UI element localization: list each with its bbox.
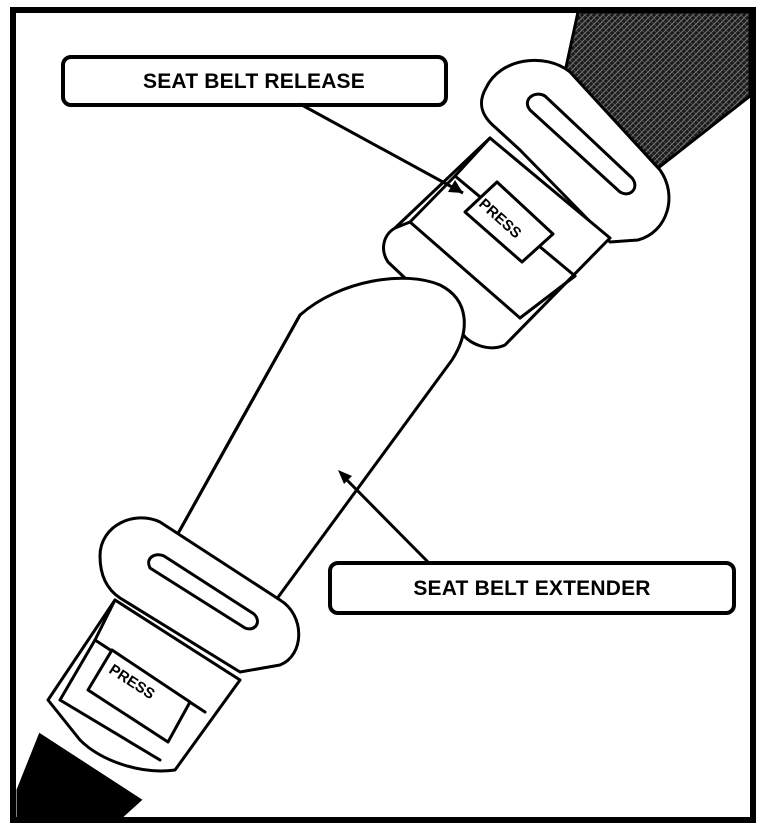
extender-label-box (328, 561, 736, 615)
extender-label: SEAT BELT EXTENDER (413, 577, 650, 600)
lower-belt-webbing (16, 732, 143, 820)
release-label-box (61, 55, 448, 107)
diagram-frame (10, 7, 756, 823)
lower-loop-plate (98, 516, 301, 674)
extender-callout: SEAT BELT EXTENDER (328, 470, 736, 615)
release-label: SEAT BELT RELEASE (143, 70, 365, 93)
extender-leader-line (341, 474, 430, 564)
release-leader-line (299, 102, 464, 195)
upper-release-button[interactable]: PRESS (463, 180, 555, 264)
upper-loop-plate (479, 58, 671, 244)
release-arrowhead (448, 180, 463, 193)
release-callout: SEAT BELT RELEASE (61, 55, 464, 195)
extender-arrowhead (338, 470, 352, 484)
